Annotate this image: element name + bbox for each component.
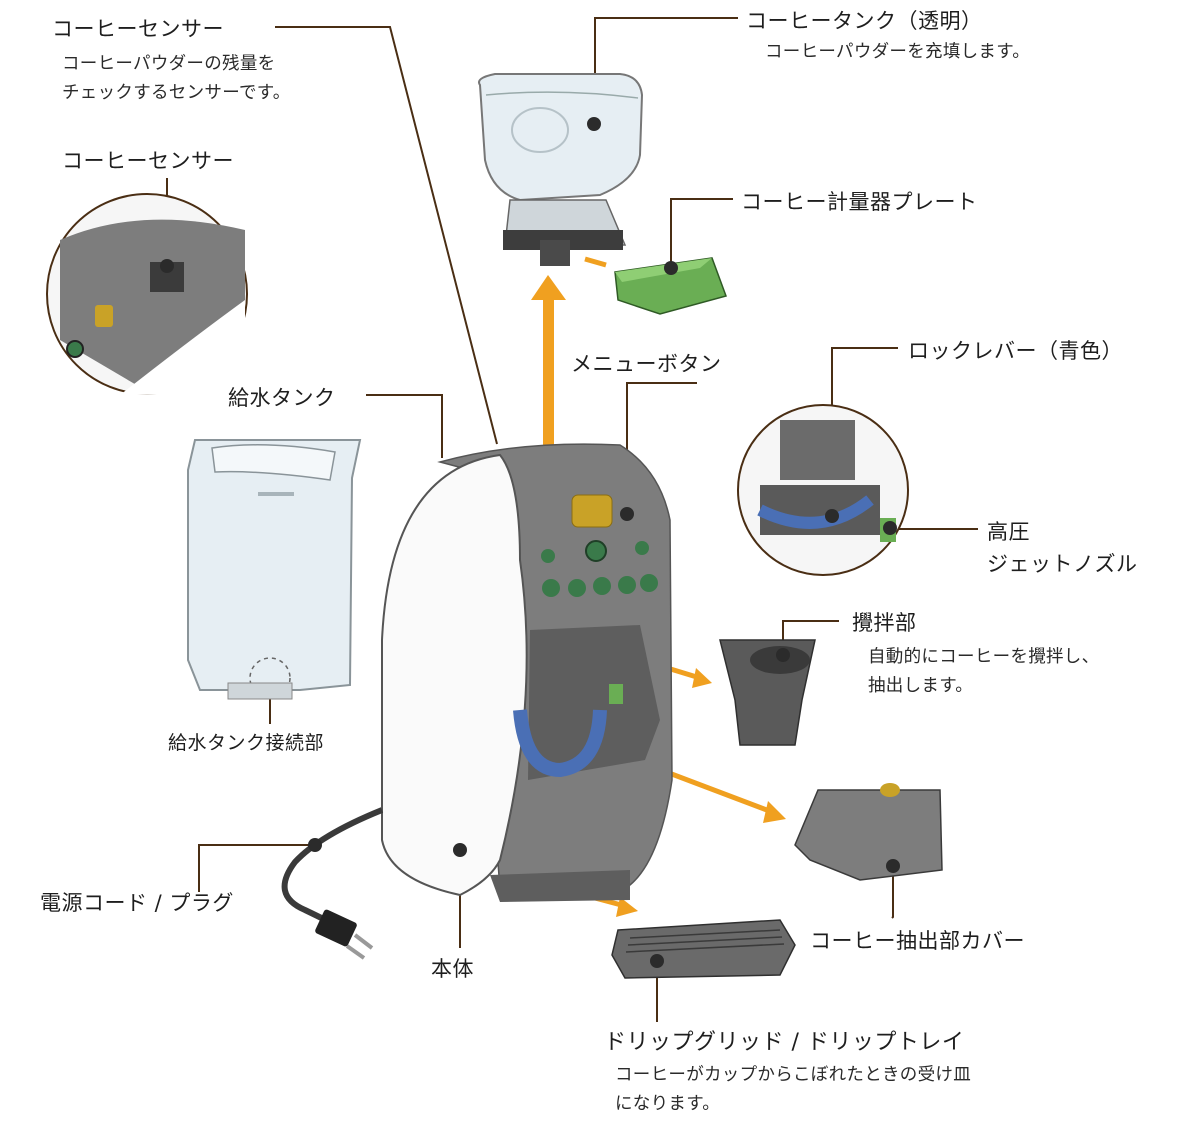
extract-cover xyxy=(794,783,943,881)
label-menu-button: メニューボタン xyxy=(571,352,722,376)
label-lock-lever: ロックレバー（青色） xyxy=(908,339,1123,363)
arrow-stirrer-head xyxy=(692,668,712,688)
label-water-tank: 給水タンク xyxy=(228,386,336,410)
label-sensor-top: コーヒーセンサー xyxy=(52,17,224,41)
label-sensor-zoom: コーヒーセンサー xyxy=(62,149,234,173)
arrow-up-shaft xyxy=(543,298,554,464)
leader-measure-plate xyxy=(670,198,733,266)
drip-tray xyxy=(611,919,796,979)
label-measure-plate: コーヒー計量器プレート xyxy=(741,190,978,214)
arrow-cover-head xyxy=(763,801,786,823)
stirrer xyxy=(719,639,816,746)
leader-extract-cover xyxy=(891,866,894,919)
label-body: 本体 xyxy=(431,957,474,981)
lock-lever-zoom xyxy=(737,404,909,576)
label-stirrer: 攪拌部 xyxy=(852,611,917,635)
desc-coffee-tank: コーヒーパウダーを充填します。 xyxy=(765,38,1030,67)
leader-power-cord xyxy=(198,844,315,892)
desc-sensor-top-line-1: コーヒーパウダーの残量を xyxy=(62,54,276,74)
measure-plate xyxy=(614,257,727,315)
arrow-drip-head xyxy=(616,897,638,917)
label-nozzle: 高圧 ジェットノズル xyxy=(987,516,1138,580)
label-power-cord: 電源コード / プラグ xyxy=(40,891,234,915)
label-extract-cover: コーヒー抽出部カバー xyxy=(810,929,1025,953)
leader-water-tank xyxy=(366,394,443,458)
label-drip: ドリップグリッド / ドリップトレイ xyxy=(604,1030,965,1055)
machine-body xyxy=(381,443,673,902)
water-tank xyxy=(187,439,362,700)
desc-drip-line-1: コーヒーがカップからこぼれたときの受け皿 xyxy=(615,1065,971,1085)
desc-drip: コーヒーがカップからこぼれたときの受け皿 になります。 xyxy=(615,1061,971,1119)
desc-stirrer-line-2: 抽出します。 xyxy=(868,676,974,696)
desc-drip-line-2: になります。 xyxy=(615,1094,721,1114)
power-cord xyxy=(281,807,384,960)
arrow-up-head xyxy=(531,275,566,300)
desc-sensor-top-line-2: チェックするセンサーです。 xyxy=(62,83,291,103)
coffee-tank xyxy=(478,73,644,266)
label-water-connect: 給水タンク接続部 xyxy=(168,732,325,754)
label-nozzle-line-2: ジェットノズル xyxy=(987,552,1138,576)
desc-stirrer-line-1: 自動的にコーヒーを攪拌し、 xyxy=(868,647,1100,667)
desc-sensor-top: コーヒーパウダーの残量を チェックするセンサーです。 xyxy=(62,50,291,108)
desc-coffee-tank-line-1: コーヒーパウダーを充填します。 xyxy=(765,42,1031,62)
arrow-plate-shaft xyxy=(584,256,607,268)
desc-stirrer: 自動的にコーヒーを攪拌し、 抽出します。 xyxy=(868,643,1099,701)
sensor-zoom-circle xyxy=(46,193,248,395)
leader-sensor-top xyxy=(275,26,498,445)
label-coffee-tank: コーヒータンク（透明） xyxy=(746,9,983,33)
label-nozzle-line-1: 高圧 xyxy=(987,520,1030,544)
